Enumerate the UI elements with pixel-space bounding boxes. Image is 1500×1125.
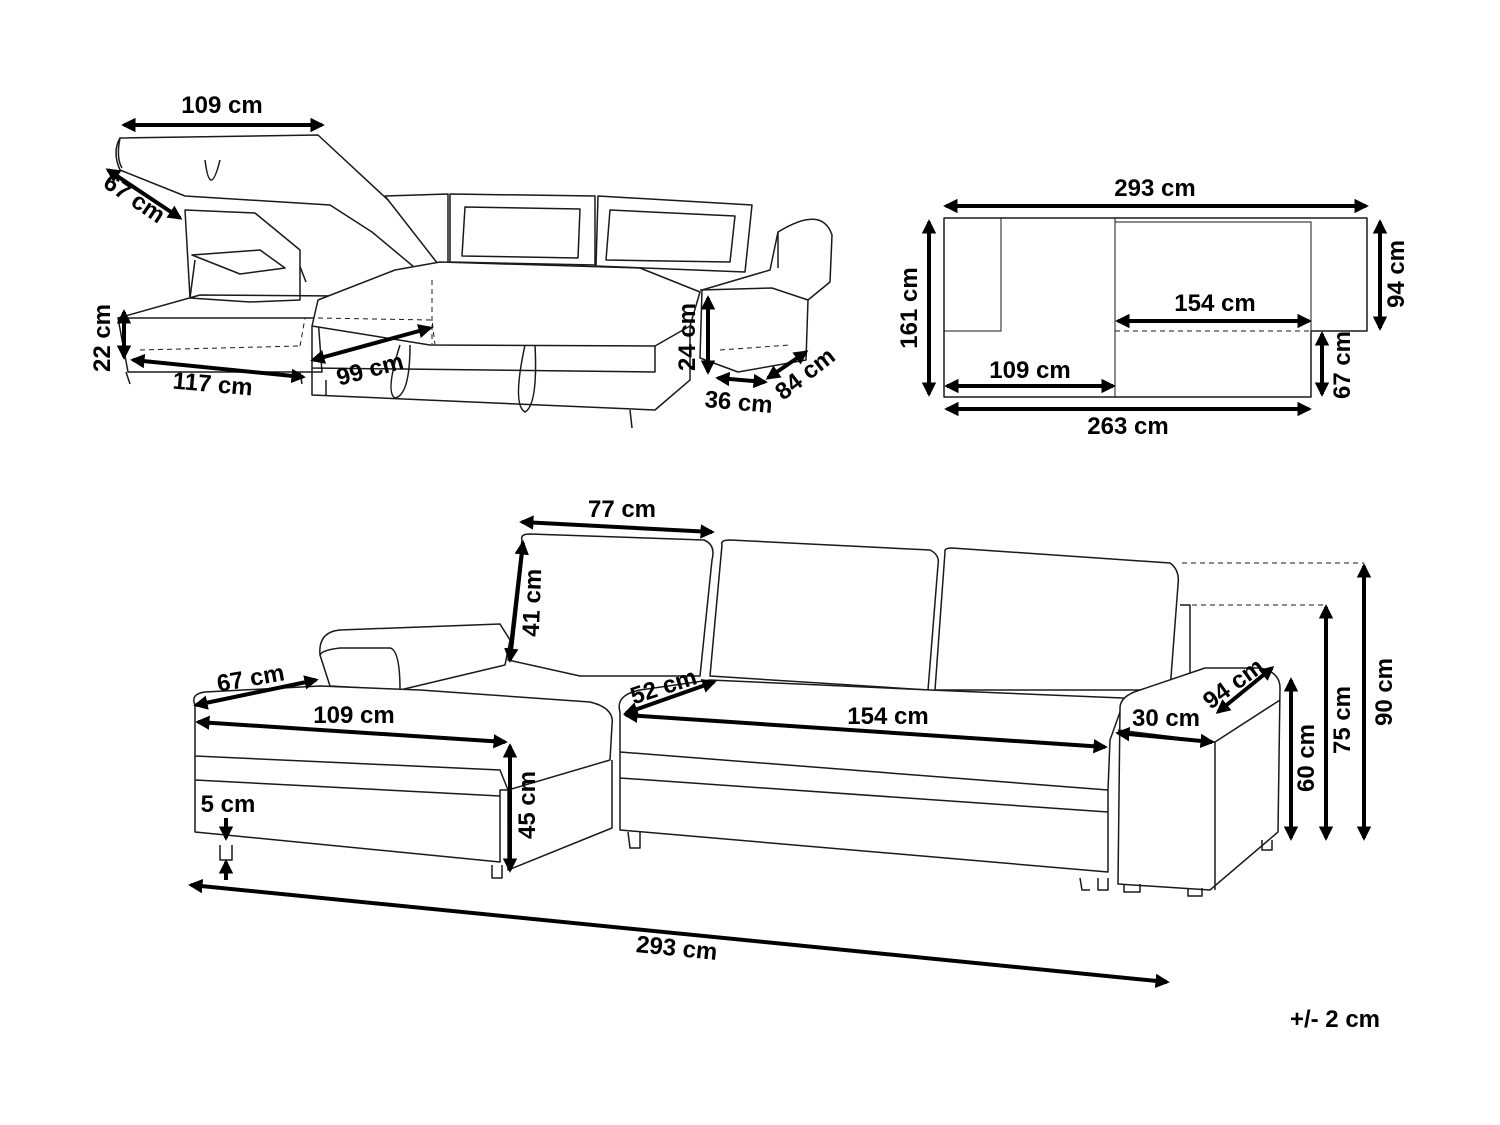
label-back-height: 75 cm (1329, 686, 1356, 754)
label-armrest-height: 60 cm (1293, 724, 1320, 792)
label-cushion-height: 41 cm (518, 568, 547, 637)
label-top-chaise-width: 109 cm (989, 357, 1070, 384)
tolerance-note: +/- 2 cm (1290, 1006, 1380, 1033)
label-seat-width: 154 cm (847, 703, 928, 730)
top-view-labels: 293 cm 161 cm 94 cm 154 cm 109 cm 67 cm … (896, 175, 1410, 440)
front-view-labels: 77 cm 41 cm 67 cm 109 cm 52 cm 154 cm 30… (201, 496, 1398, 966)
label-storage-height: 22 cm (89, 304, 116, 372)
label-armrest-height: 24 cm (674, 303, 701, 371)
label-top-back-depth: 94 cm (1383, 240, 1410, 308)
label-armrest-width: 30 cm (1132, 705, 1200, 732)
label-top-total-depth: 161 cm (896, 267, 923, 348)
label-chaise-seat-width: 109 cm (313, 702, 394, 729)
top-view (943, 217, 1368, 398)
label-leg-height: 5 cm (201, 791, 256, 818)
perspective-dimensions (105, 117, 809, 389)
label-armrest-width: 36 cm (704, 386, 774, 419)
label-bed-depth: 99 cm (334, 348, 407, 392)
front-view-dimensions (188, 515, 1372, 989)
label-top-seat-depth: 67 cm (1329, 331, 1356, 399)
top-view-dimensions (921, 198, 1388, 417)
label-seat-height: 45 cm (514, 771, 541, 839)
label-top-base-width: 263 cm (1087, 413, 1168, 440)
label-total-height: 90 cm (1371, 658, 1398, 726)
label-chaise-length: 117 cm (172, 368, 254, 402)
label-lid-width: 109 cm (181, 92, 262, 119)
label-top-seat-width: 154 cm (1174, 290, 1255, 317)
label-top-total-width: 293 cm (1114, 175, 1195, 202)
label-cushion-width: 77 cm (588, 496, 656, 523)
